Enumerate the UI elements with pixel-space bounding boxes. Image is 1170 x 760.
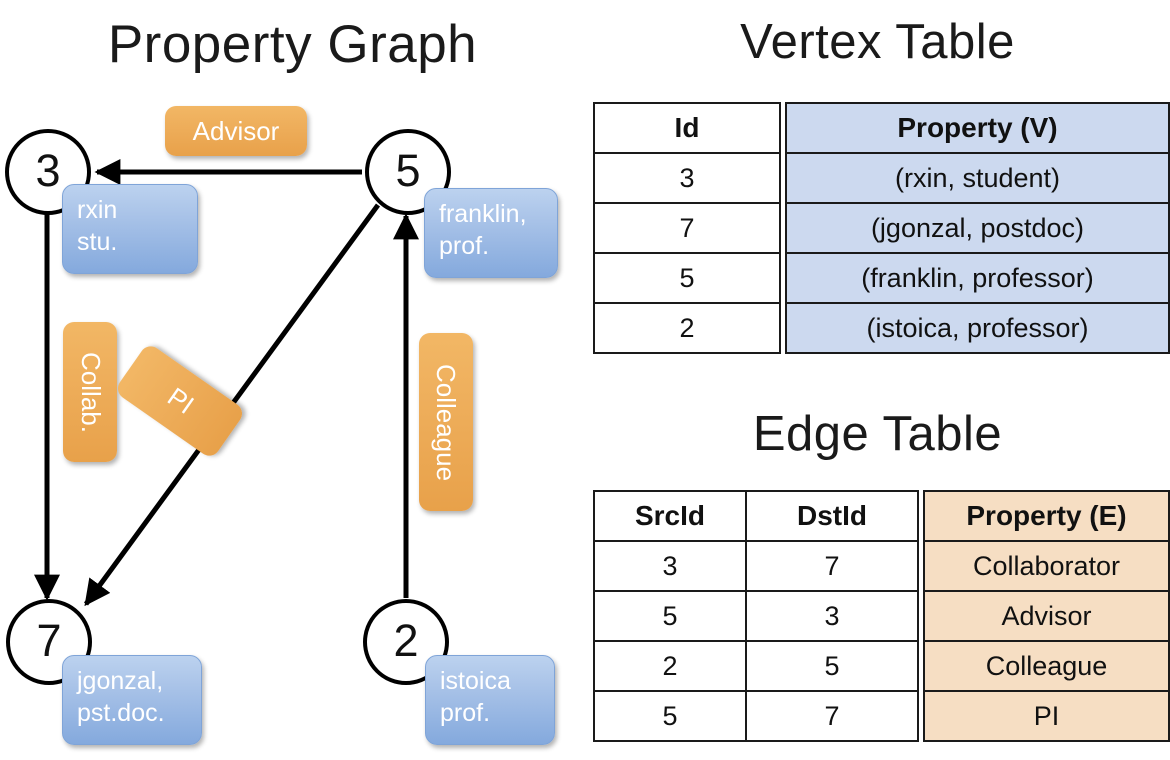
edge-label-collab-text: Collab. xyxy=(75,351,106,433)
vertex-table: Id Property (V) 3 (rxin, student) 7 (jgo… xyxy=(593,102,1170,354)
vertex-row-1-id: 7 xyxy=(593,202,781,254)
edge-table-header-row: SrcId DstId Property (E) xyxy=(593,490,1170,542)
vertex-row-2-id: 5 xyxy=(593,252,781,304)
edge-row-1-property: Advisor xyxy=(923,590,1170,642)
vertex-row-3-id: 2 xyxy=(593,302,781,354)
vertex-table-header-property: Property (V) xyxy=(785,102,1170,154)
edge-table-header-property: Property (E) xyxy=(923,490,1170,542)
edge-table-header-srcid: SrcId xyxy=(593,490,747,542)
edge-row-3-property: PI xyxy=(923,690,1170,742)
vertex-row-3-property: (istoica, professor) xyxy=(785,302,1170,354)
edge-row-2-dst: 5 xyxy=(745,640,919,692)
vertex-table-header-id: Id xyxy=(593,102,781,154)
graph-node-5-id: 5 xyxy=(395,144,421,196)
edge-table: SrcId DstId Property (E) 3 7 Collaborato… xyxy=(593,490,1170,742)
edge-table-header-dstid: DstId xyxy=(745,490,919,542)
table-row: 3 (rxin, student) xyxy=(593,152,1170,204)
edge-label-advisor: Advisor xyxy=(165,106,307,156)
table-row: 2 (istoica, professor) xyxy=(593,302,1170,354)
vertex-row-0-property: (rxin, student) xyxy=(785,152,1170,204)
table-row: 3 7 Collaborator xyxy=(593,540,1170,592)
table-row: 7 (jgonzal, postdoc) xyxy=(593,202,1170,254)
vertex-row-2-property: (franklin, professor) xyxy=(785,252,1170,304)
graph-node-7-id: 7 xyxy=(36,614,62,666)
page-title-edge-table: Edge Table xyxy=(752,407,1003,461)
edge-row-3-dst: 7 xyxy=(745,690,919,742)
table-row: 5 3 Advisor xyxy=(593,590,1170,642)
node-property-callout-jgonzal: jgonzal, pst.doc. xyxy=(62,655,202,745)
edge-label-pi-text: PI xyxy=(161,381,199,420)
node-property-callout-istoica: istoica prof. xyxy=(425,655,555,745)
vertex-row-1-property: (jgonzal, postdoc) xyxy=(785,202,1170,254)
graph-node-5[interactable]: 5 xyxy=(365,129,451,215)
edge-row-1-dst: 3 xyxy=(745,590,919,642)
edge-row-0-property: Collaborator xyxy=(923,540,1170,592)
graph-node-2-id: 2 xyxy=(393,614,419,666)
table-row: 2 5 Colleague xyxy=(593,640,1170,692)
edge-row-0-src: 3 xyxy=(593,540,747,592)
page-title-property-graph: Property Graph xyxy=(107,15,478,74)
vertex-row-0-id: 3 xyxy=(593,152,781,204)
edge-row-1-src: 5 xyxy=(593,590,747,642)
table-row: 5 (franklin, professor) xyxy=(593,252,1170,304)
edge-row-2-src: 2 xyxy=(593,640,747,692)
graph-node-2[interactable]: 2 xyxy=(363,599,449,685)
edge-row-3-src: 5 xyxy=(593,690,747,742)
node-property-callout-rxin: rxin stu. xyxy=(62,184,198,274)
edge-row-2-property: Colleague xyxy=(923,640,1170,692)
edge-row-0-dst: 7 xyxy=(745,540,919,592)
edge-label-colleague-text: Colleague xyxy=(431,363,462,481)
page-title-vertex-table: Vertex Table xyxy=(740,15,1015,69)
vertex-table-header-row: Id Property (V) xyxy=(593,102,1170,154)
graph-node-3-id: 3 xyxy=(35,144,61,196)
node-property-callout-franklin: franklin, prof. xyxy=(424,188,558,278)
edge-label-advisor-text: Advisor xyxy=(192,115,280,146)
edge-label-colleague: Colleague xyxy=(419,333,473,511)
edge-label-collab: Collab. xyxy=(63,322,117,462)
table-row: 5 7 PI xyxy=(593,690,1170,742)
property-graph-diagram: 3 5 7 2 rxin stu. franklin, prof. jgonza… xyxy=(5,106,558,745)
